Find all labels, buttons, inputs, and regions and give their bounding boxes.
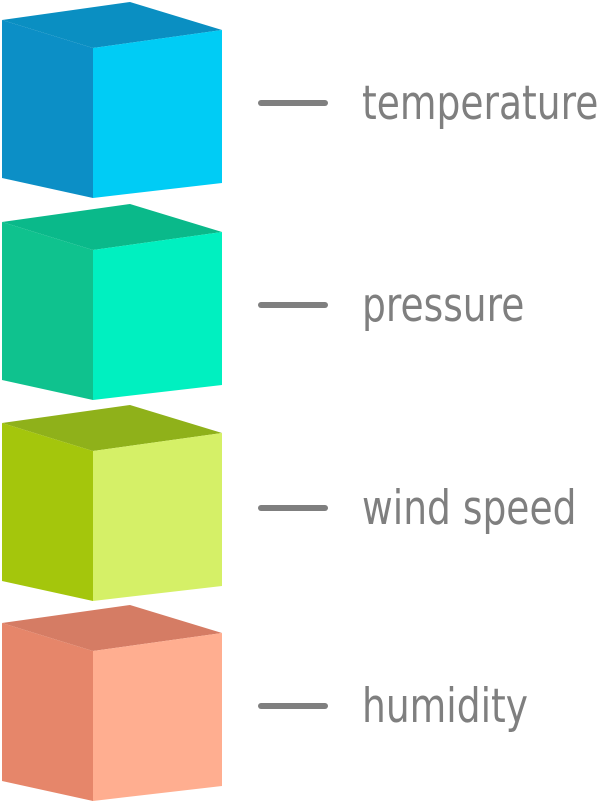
connector-line [258,100,328,106]
cube-left-face [2,423,93,601]
item-label-wind-speed: wind speed [362,481,577,536]
item-label-temperature: temperature [362,76,599,131]
cube-front-face [93,433,222,601]
cube-left-face [2,623,93,801]
item-label-pressure: pressure [362,278,525,333]
row-wind-speed: wind speed [0,403,599,603]
cube-top-face [2,605,222,651]
cube-temperature [2,2,222,198]
cube-top-face [2,2,222,48]
connector-line [258,703,328,709]
connector-line [258,505,328,511]
cube-front-face [93,633,222,801]
cube-top-face [2,405,222,451]
row-pressure: pressure [0,202,599,402]
cube-front-face [93,232,222,400]
row-temperature: temperature [0,0,599,200]
cube-wind-speed [2,405,222,601]
cube-left-face [2,20,93,198]
row-humidity: humidity [0,603,599,803]
cube-humidity [2,605,222,801]
cube-left-face [2,222,93,400]
connector-line [258,302,328,308]
cube-top-face [2,204,222,250]
item-label-humidity: humidity [362,679,529,734]
cube-pressure [2,204,222,400]
cube-front-face [93,30,222,198]
